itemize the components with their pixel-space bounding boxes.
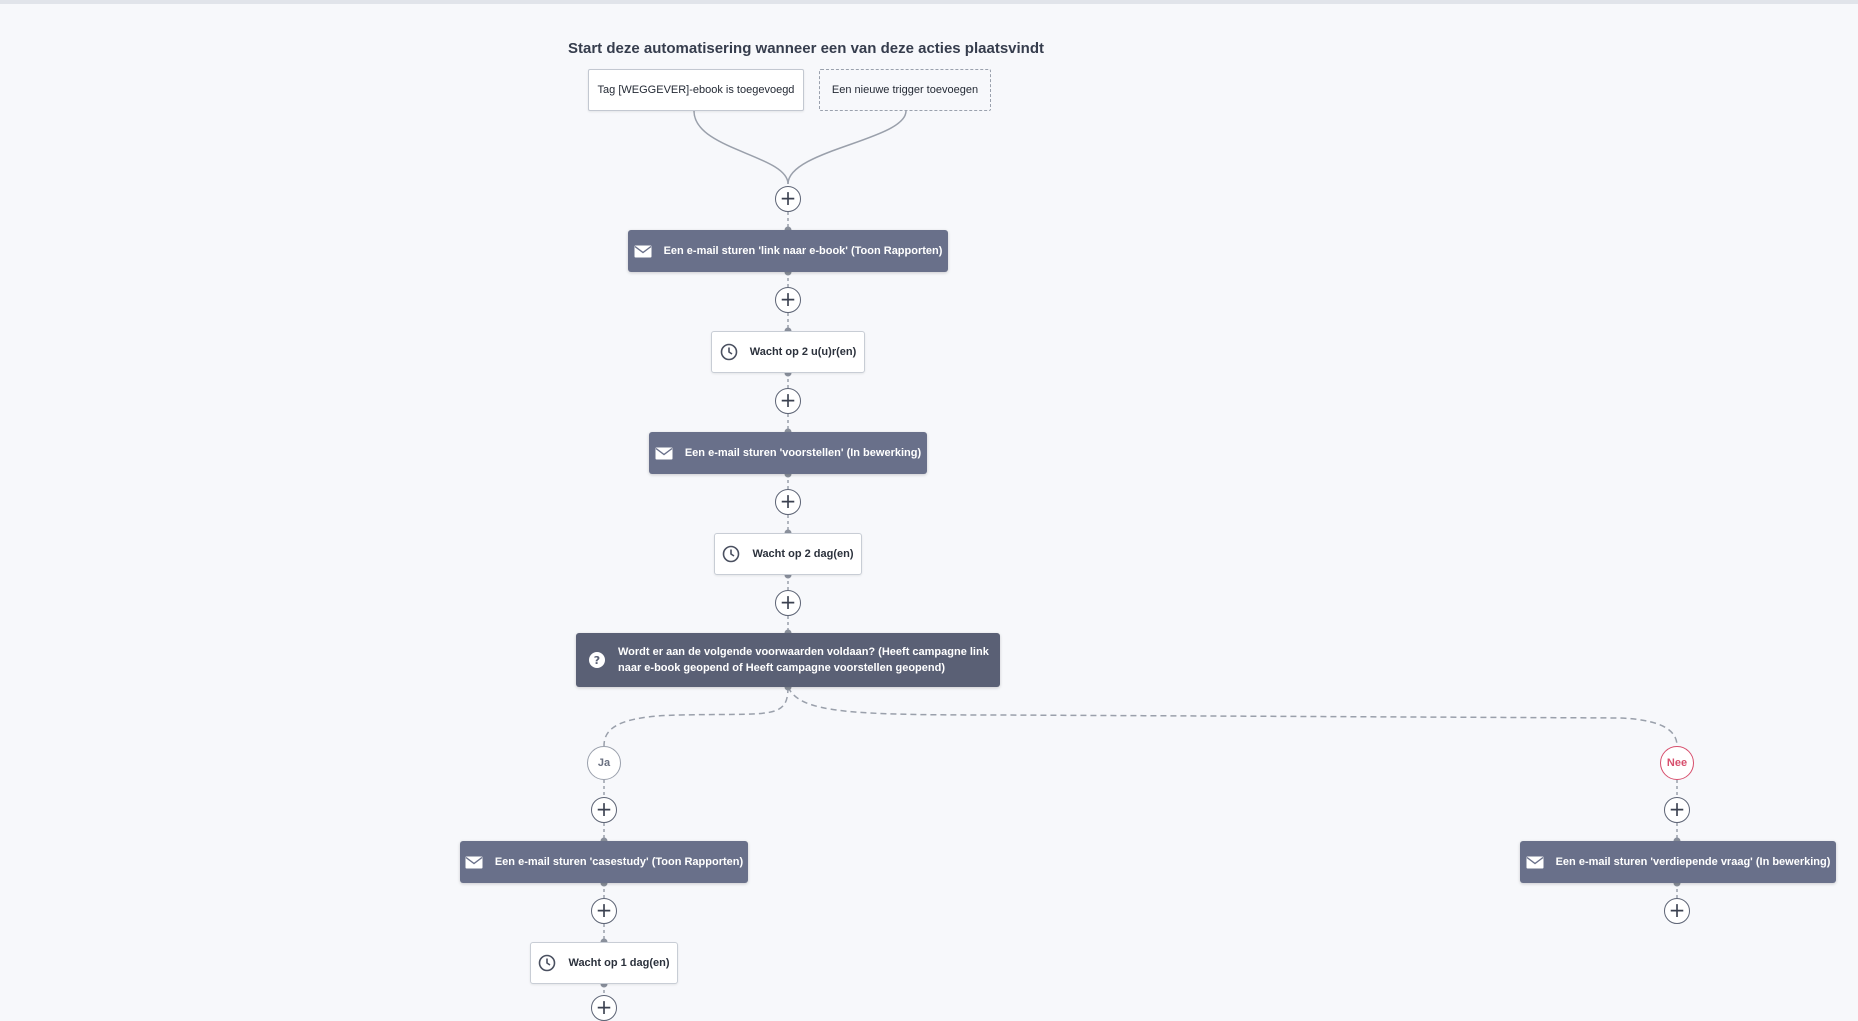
add-step-button[interactable]: + — [775, 590, 801, 616]
add-step-button[interactable]: + — [1664, 797, 1690, 823]
add-step-button[interactable]: + — [775, 388, 801, 414]
action-label: Een e-mail sturen 'verdiepende vraag' (I… — [1555, 856, 1831, 868]
add-step-button[interactable]: + — [775, 186, 801, 212]
action-label: Wacht op 2 u(u)r(en) — [749, 346, 857, 358]
clock-icon — [538, 954, 556, 972]
add-trigger-button[interactable]: Een nieuwe trigger toevoegen — [819, 69, 991, 111]
action-wait-2-hours[interactable]: Wacht op 2 u(u)r(en) — [711, 331, 865, 373]
action-label: Een e-mail sturen 'voorstellen' (In bewe… — [684, 447, 922, 459]
action-label: Een e-mail sturen 'casestudy' (Toon Rapp… — [494, 856, 744, 868]
workflow-title: Start deze automatisering wanneer een va… — [568, 40, 1044, 57]
action-wait-1-day[interactable]: Wacht op 1 dag(en) — [530, 942, 678, 984]
trigger-tag-added[interactable]: Tag [WEGGEVER]-ebook is toegevoegd — [588, 69, 804, 111]
add-step-button[interactable]: + — [591, 995, 617, 1021]
condition-label: Wordt er aan de volgende voorwaarden vol… — [618, 646, 989, 674]
add-step-button[interactable]: + — [775, 287, 801, 313]
action-label: Wacht op 1 dag(en) — [568, 957, 670, 969]
clock-icon — [720, 343, 738, 361]
envelope-icon — [634, 245, 652, 258]
clock-icon — [722, 545, 740, 563]
top-divider — [0, 0, 1858, 4]
action-wait-2-days[interactable]: Wacht op 2 dag(en) — [714, 533, 862, 575]
svg-text:?: ? — [594, 654, 600, 667]
envelope-icon — [465, 856, 483, 869]
add-step-button[interactable]: + — [591, 898, 617, 924]
add-step-button[interactable]: + — [591, 797, 617, 823]
branch-no-label: Nee — [1660, 746, 1694, 780]
trigger-connector — [787, 110, 907, 185]
add-step-button[interactable]: + — [1664, 898, 1690, 924]
branch-no-connector — [787, 686, 1678, 747]
action-email-casestudy[interactable]: Een e-mail sturen 'casestudy' (Toon Rapp… — [460, 841, 748, 883]
condition-node[interactable]: ? Wordt er aan de volgende voorwaarden v… — [576, 633, 1000, 687]
trigger-connector — [693, 110, 789, 185]
question-icon: ? — [588, 651, 606, 669]
action-email-verdiepende-vraag[interactable]: Een e-mail sturen 'verdiepende vraag' (I… — [1520, 841, 1836, 883]
branch-yes-label: Ja — [587, 746, 621, 780]
action-label: Wacht op 2 dag(en) — [752, 548, 854, 560]
envelope-icon — [655, 447, 673, 460]
branch-yes-connector — [603, 686, 789, 747]
envelope-icon — [1526, 856, 1544, 869]
action-email-link-ebook[interactable]: Een e-mail sturen 'link naar e-book' (To… — [628, 230, 948, 272]
action-label: Een e-mail sturen 'link naar e-book' (To… — [663, 245, 943, 257]
action-email-voorstellen[interactable]: Een e-mail sturen 'voorstellen' (In bewe… — [649, 432, 927, 474]
add-step-button[interactable]: + — [775, 489, 801, 515]
